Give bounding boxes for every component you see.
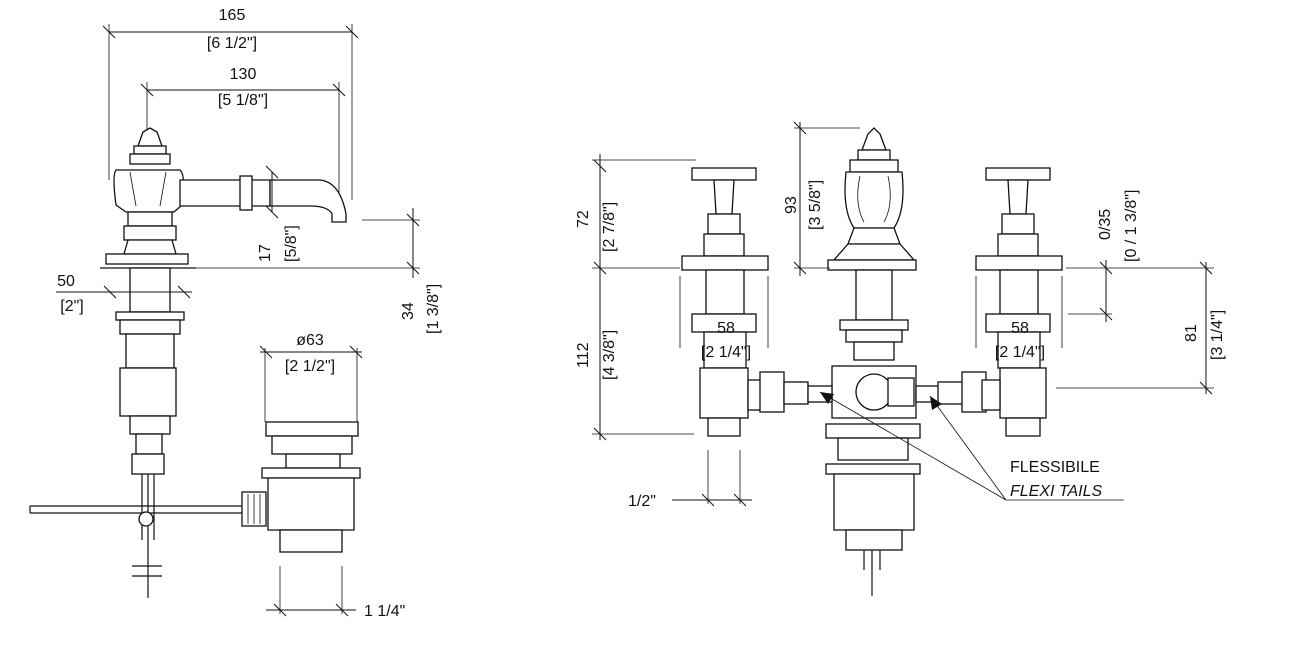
dim-spout-reach	[140, 82, 346, 195]
dim-tail-in: [3 1/4"]	[1209, 310, 1226, 360]
dim-base	[56, 285, 192, 299]
dim-body-mm: 112	[575, 342, 592, 368]
dim-spout-top-mm: 93	[783, 196, 800, 214]
right-view: FLESSIBILE FLEXI TAILS 72 [2 7/8"] 112 […	[575, 121, 1226, 596]
dim-base-mm: 50	[57, 273, 75, 290]
dim-overall-mm: 165	[219, 7, 246, 24]
dim-waste-dia-in: [2 1/2"]	[285, 358, 335, 375]
dim-valve-left	[679, 276, 769, 348]
dim-waste-dia	[259, 345, 363, 422]
dim-base-in: [2"]	[60, 298, 83, 315]
flexi-tails	[747, 371, 1001, 413]
dim-valve-left-in: [2 1/4"]	[701, 344, 751, 361]
dim-spout-in: [5 1/8"]	[218, 92, 268, 109]
spout-center	[825, 127, 921, 596]
dim-tail	[1056, 261, 1214, 395]
dim-valve-left-mm: 58	[717, 320, 735, 337]
dim-handle-height-mm: 72	[575, 210, 592, 228]
dim-spout-mm: 130	[230, 66, 257, 83]
left-view: 165 [6 1/2"] 130 [5 1/8"]	[29, 7, 442, 620]
dim-spout-height-mm: 17	[257, 244, 274, 262]
dim-spout-top-in: [3 5/8"]	[807, 180, 824, 230]
dim-waste-dia-mm: ø63	[296, 332, 324, 349]
dim-waste-thread	[266, 566, 356, 617]
dim-deck-height-in: [1 3/8"]	[425, 284, 442, 334]
dim-valve-right-mm: 58	[1011, 320, 1029, 337]
waste-assembly-side	[241, 421, 361, 553]
dim-valve-right	[975, 276, 1063, 348]
dim-spout-top	[793, 121, 860, 276]
dim-body-in: [4 3/8"]	[601, 330, 618, 380]
valve-left	[681, 167, 769, 504]
dim-inlet	[672, 493, 752, 507]
dim-waste-thread: 1 1/4"	[364, 603, 405, 620]
dim-deck-range-mm: 0/35	[1097, 209, 1114, 240]
dim-tail-mm: 81	[1183, 324, 1200, 342]
valve-right	[975, 167, 1063, 437]
label-flessibile: FLESSIBILE	[1010, 459, 1100, 476]
dim-inlet: 1/2"	[628, 493, 656, 510]
dim-handle-height	[592, 154, 696, 276]
dim-deck-height-mm: 34	[400, 302, 417, 320]
dim-body	[592, 262, 694, 441]
dim-overall	[102, 24, 359, 200]
label-flexi-tails: FLEXI TAILS	[1010, 483, 1103, 500]
dim-deck-height	[196, 208, 420, 278]
dim-handle-height-in: [2 7/8"]	[601, 202, 618, 252]
dim-deck-range-in: [0 / 1 3/8"]	[1123, 190, 1140, 262]
dim-overall-in: [6 1/2"]	[207, 35, 257, 52]
dim-deck-range	[1066, 260, 1214, 322]
spout-tap-side	[29, 127, 347, 598]
flexi-leaders	[819, 391, 1124, 501]
dim-valve-right-in: [2 1/4"]	[995, 344, 1045, 361]
dim-spout-height-in: [5/8"]	[283, 225, 300, 262]
dim-spout-height	[265, 165, 279, 219]
